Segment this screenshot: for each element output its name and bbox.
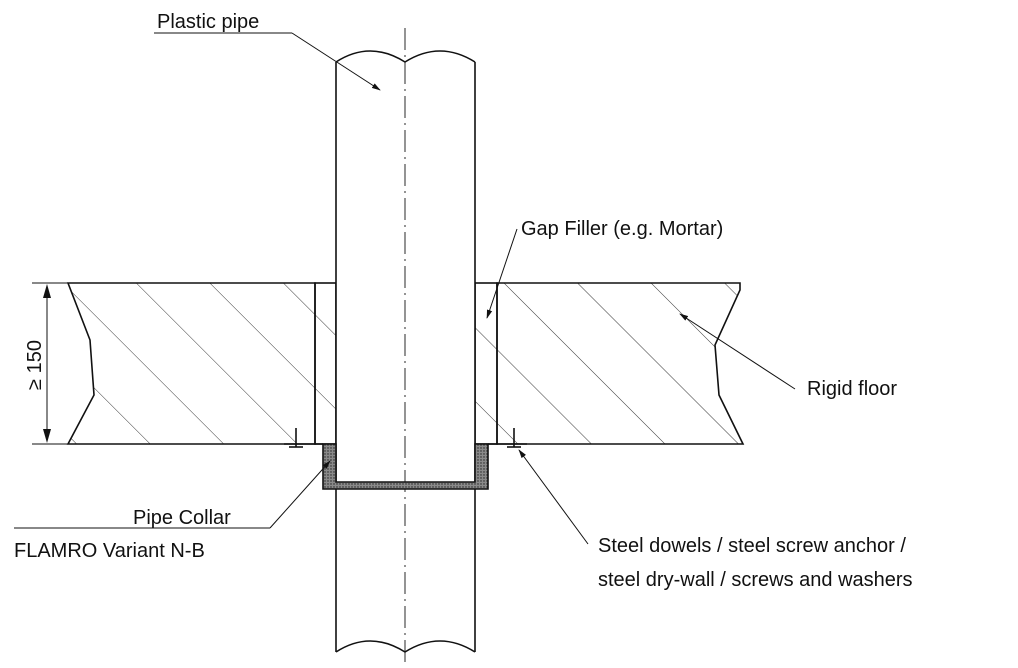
floor-slab-left — [66, 282, 316, 445]
dimension-floor-thickness: ≥ 150 — [24, 282, 68, 445]
floor-thickness-label: ≥ 150 — [24, 340, 46, 390]
gap-filler-label: Gap Filler (e.g. Mortar) — [521, 218, 723, 240]
floor-slab-right — [496, 282, 745, 445]
leader-gap-filler — [486, 228, 518, 319]
gap-filler-left — [314, 282, 337, 445]
rigid-floor-label: Rigid floor — [807, 378, 897, 400]
steel-dowel-left — [289, 428, 303, 448]
leader-steel-dowels — [518, 449, 589, 545]
plastic-pipe-label: Plastic pipe — [157, 11, 259, 33]
leader-plastic-pipe — [154, 32, 381, 91]
plastic-pipe — [335, 50, 476, 655]
pipe-collar — [284, 443, 527, 490]
pipe-collar-label: Pipe Collar — [133, 507, 231, 529]
leader-rigid-floor — [679, 313, 796, 390]
gap-filler-right — [474, 282, 498, 445]
leader-pipe-collar — [14, 460, 331, 529]
fixings-label-line1: Steel dowels / steel screw anchor / — [598, 535, 906, 557]
fixings-label-line2: steel dry-wall / screws and washers — [598, 569, 913, 591]
collar-variant-label: FLAMRO Variant N-B — [14, 540, 205, 562]
steel-dowel-right — [507, 428, 521, 448]
